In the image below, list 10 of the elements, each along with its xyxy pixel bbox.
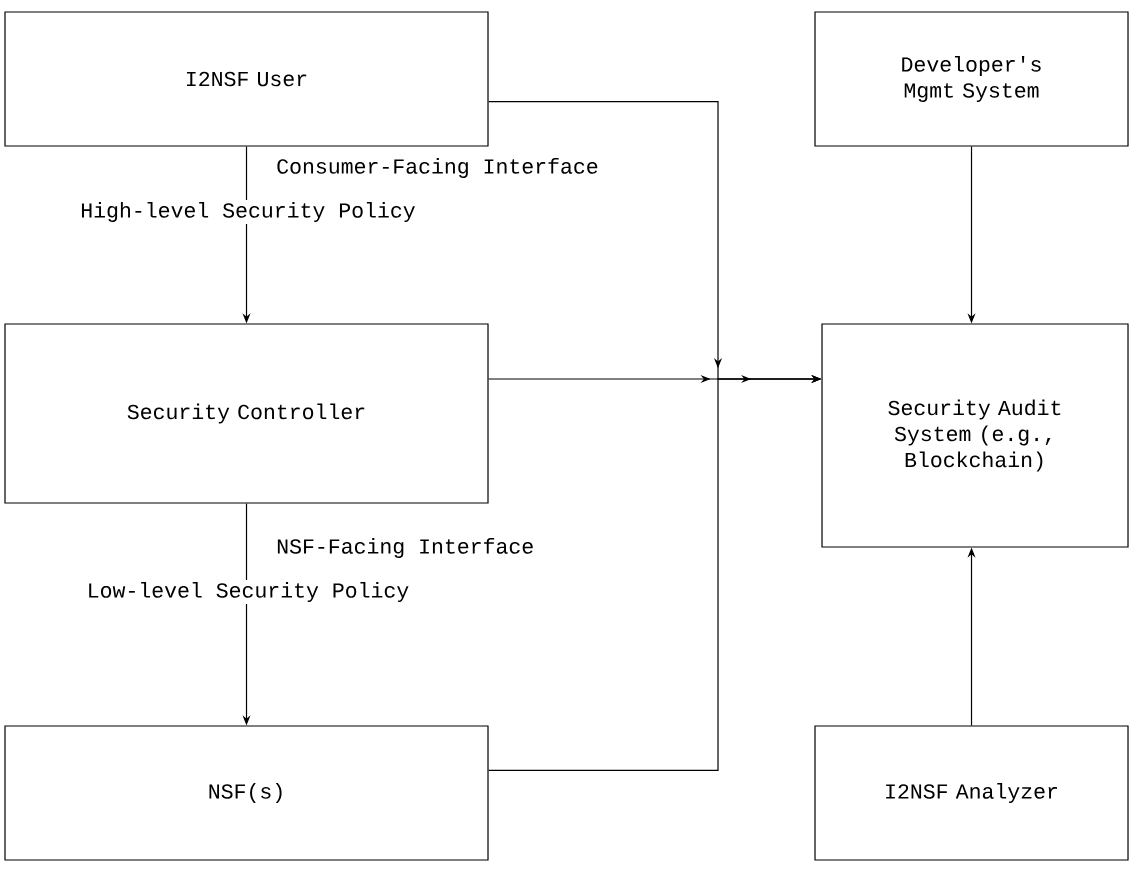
system-box: I2NSF User: [4, 11, 489, 147]
system-box: I2NSF Analyzer: [814, 725, 1129, 861]
interface-label: Consumer-Facing Interface: [277, 158, 598, 178]
system-box: Developer's Mgmt System: [814, 11, 1129, 147]
system-box: Security Audit System (e.g., Blockchain): [821, 323, 1129, 548]
edge-label: High-level Security Policy: [81, 202, 415, 223]
edge-label: Low-level Security Policy: [89, 582, 409, 603]
interface-label: NSF-Facing Interface: [277, 538, 533, 559]
system-box: NSF(s): [4, 725, 489, 861]
system-box: Security Controller: [4, 323, 489, 504]
